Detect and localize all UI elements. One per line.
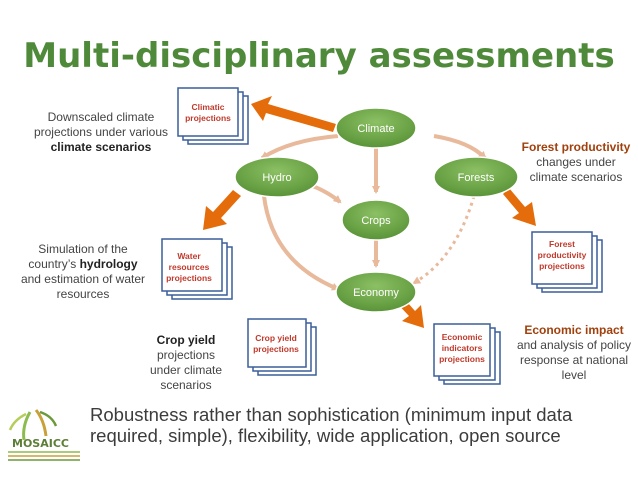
note-climate: Downscaled climate projections under var… — [28, 110, 174, 155]
note-hydro: Simulation of the country’s hydrology an… — [18, 242, 148, 302]
note-crop: Crop yield projections under climate sce… — [140, 333, 232, 393]
note-hydro-bold: hydrology — [79, 257, 138, 271]
node-hydro-label: Hydro — [262, 172, 291, 184]
doc-forest-line3: projections — [539, 261, 585, 271]
node-forests-label: Forests — [458, 172, 495, 184]
node-economy-label: Economy — [353, 287, 399, 299]
doc-forest-line1: Forest — [549, 239, 575, 249]
doc-crop-line1: Crop yield — [255, 333, 297, 343]
arrow-hydro-economy — [262, 195, 340, 291]
arrow-climate-forests — [433, 134, 487, 160]
node-crops: Crops — [341, 199, 411, 241]
mosaicc-logo-icon — [8, 409, 80, 461]
note-economy-text: and analysis of policy response at natio… — [516, 338, 632, 382]
note-climate-text: Downscaled climate projections under var… — [33, 110, 169, 139]
arrow-climate-hydro — [260, 134, 339, 160]
doc-climatic-line2: projections — [185, 113, 231, 123]
note-economy: Economic impact and analysis of policy r… — [516, 323, 632, 383]
note-hydro-text-end: and estimation of water resources — [20, 272, 146, 301]
doc-economic-projections: Economic indicators projections — [433, 323, 501, 385]
note-hydro-text: Simulation of the country’s — [28, 242, 128, 271]
doc-economic-line3: projections — [439, 354, 485, 364]
doc-forest-line2: productivity — [538, 250, 587, 260]
doc-crop-line2: projections — [253, 344, 299, 354]
doc-economic-line1: Economic — [442, 332, 483, 342]
arrow-forests-to-doc — [503, 188, 536, 226]
logo-name: MOSAICC — [12, 437, 69, 450]
doc-climatic-projections: Climatic projections — [177, 87, 249, 145]
node-economy: Economy — [335, 271, 417, 313]
note-forest-bold: Forest productivity — [521, 140, 631, 154]
node-climate: Climate — [335, 107, 417, 149]
arrow-hydro-to-doc — [203, 190, 241, 230]
doc-climatic-line1: Climatic — [191, 102, 224, 112]
page-title: Multi-disciplinary assessments — [23, 36, 615, 76]
note-crop-text: projections under climate scenarios — [149, 348, 223, 392]
doc-water-projections: Water resources projections — [161, 238, 233, 300]
arrow-climate-to-doc — [251, 96, 336, 132]
note-economy-bold: Economic impact — [524, 323, 624, 337]
doc-water-line2: resources — [169, 262, 210, 272]
note-forest-text: changes under climate scenarios — [529, 155, 623, 184]
node-forests: Forests — [433, 156, 519, 198]
node-hydro: Hydro — [234, 156, 320, 198]
node-crops-label: Crops — [361, 215, 391, 227]
node-climate-label: Climate — [357, 123, 394, 135]
doc-water-line1: Water — [177, 251, 201, 261]
doc-crop-projections: Crop yield projections — [247, 318, 317, 376]
doc-economic-line2: indicators — [442, 343, 483, 353]
note-climate-bold: climate scenarios — [50, 140, 152, 154]
note-forest: Forest productivity changes under climat… — [520, 140, 632, 185]
note-crop-bold: Crop yield — [156, 333, 216, 347]
connector-arrows — [260, 134, 487, 291]
bottom-statement: Robustness rather than sophistication (m… — [90, 404, 573, 446]
arrow-forests-economy — [412, 195, 476, 285]
doc-water-line3: projections — [166, 273, 212, 283]
doc-forest-projections: Forest productivity projections — [531, 231, 603, 293]
